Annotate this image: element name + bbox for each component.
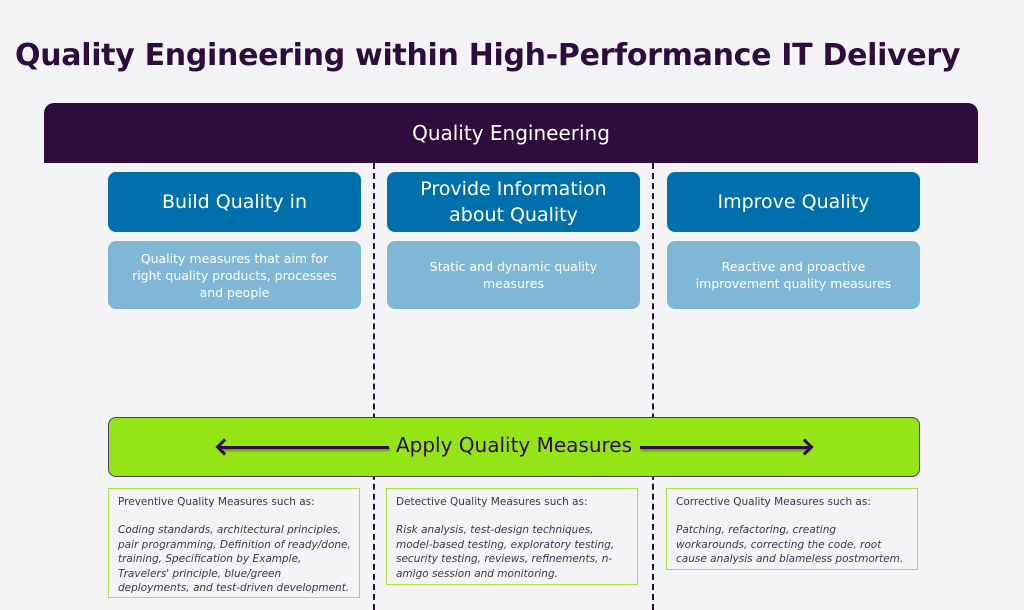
quality-engineering-banner: Quality Engineering <box>44 103 978 163</box>
detective-measures-box: Detective Quality Measures such as: Risk… <box>386 488 638 585</box>
page-title: Quality Engineering within High-Performa… <box>15 38 961 73</box>
pillar-heading-provide-information: Provide Information about Quality <box>387 172 640 232</box>
pillar-description-provide-information: Static and dynamic quality measures <box>387 241 640 309</box>
apply-quality-measures-bar: Apply Quality Measures <box>108 417 920 477</box>
apply-bar-label: Apply Quality Measures <box>395 433 633 457</box>
pillar-description-text: Reactive and proactive improvement quali… <box>695 259 892 291</box>
measure-items: Coding standards, architectural principl… <box>118 524 351 594</box>
column-divider-2 <box>652 163 654 610</box>
measure-items: Risk analysis, test-design techniques, m… <box>396 524 615 580</box>
pillar-heading-label: Provide Information about Quality <box>420 178 607 226</box>
measure-title: Preventive Quality Measures such as: <box>118 496 315 508</box>
pillar-description-text: Static and dynamic quality measures <box>429 259 598 291</box>
measure-title: Corrective Quality Measures such as: <box>676 496 871 508</box>
measure-title: Detective Quality Measures such as: <box>396 496 588 508</box>
banner-label: Quality Engineering <box>412 121 610 145</box>
pillar-heading-build-quality: Build Quality in <box>108 172 361 232</box>
pillar-heading-label: Build Quality in <box>162 191 307 213</box>
pillar-description-text: Quality measures that aim for right qual… <box>132 250 337 300</box>
pillar-heading-label: Improve Quality <box>717 191 870 213</box>
measure-items: Patching, refactoring, creating workarou… <box>676 524 904 565</box>
arrow-left-icon <box>219 446 389 449</box>
pillar-description-improve-quality: Reactive and proactive improvement quali… <box>667 241 920 309</box>
pillar-heading-improve-quality: Improve Quality <box>667 172 920 232</box>
preventive-measures-box: Preventive Quality Measures such as: Cod… <box>108 488 360 598</box>
arrow-right-icon <box>640 446 810 449</box>
pillar-description-build-quality: Quality measures that aim for right qual… <box>108 241 361 309</box>
corrective-measures-box: Corrective Quality Measures such as: Pat… <box>666 488 918 570</box>
column-divider-1 <box>373 163 375 610</box>
